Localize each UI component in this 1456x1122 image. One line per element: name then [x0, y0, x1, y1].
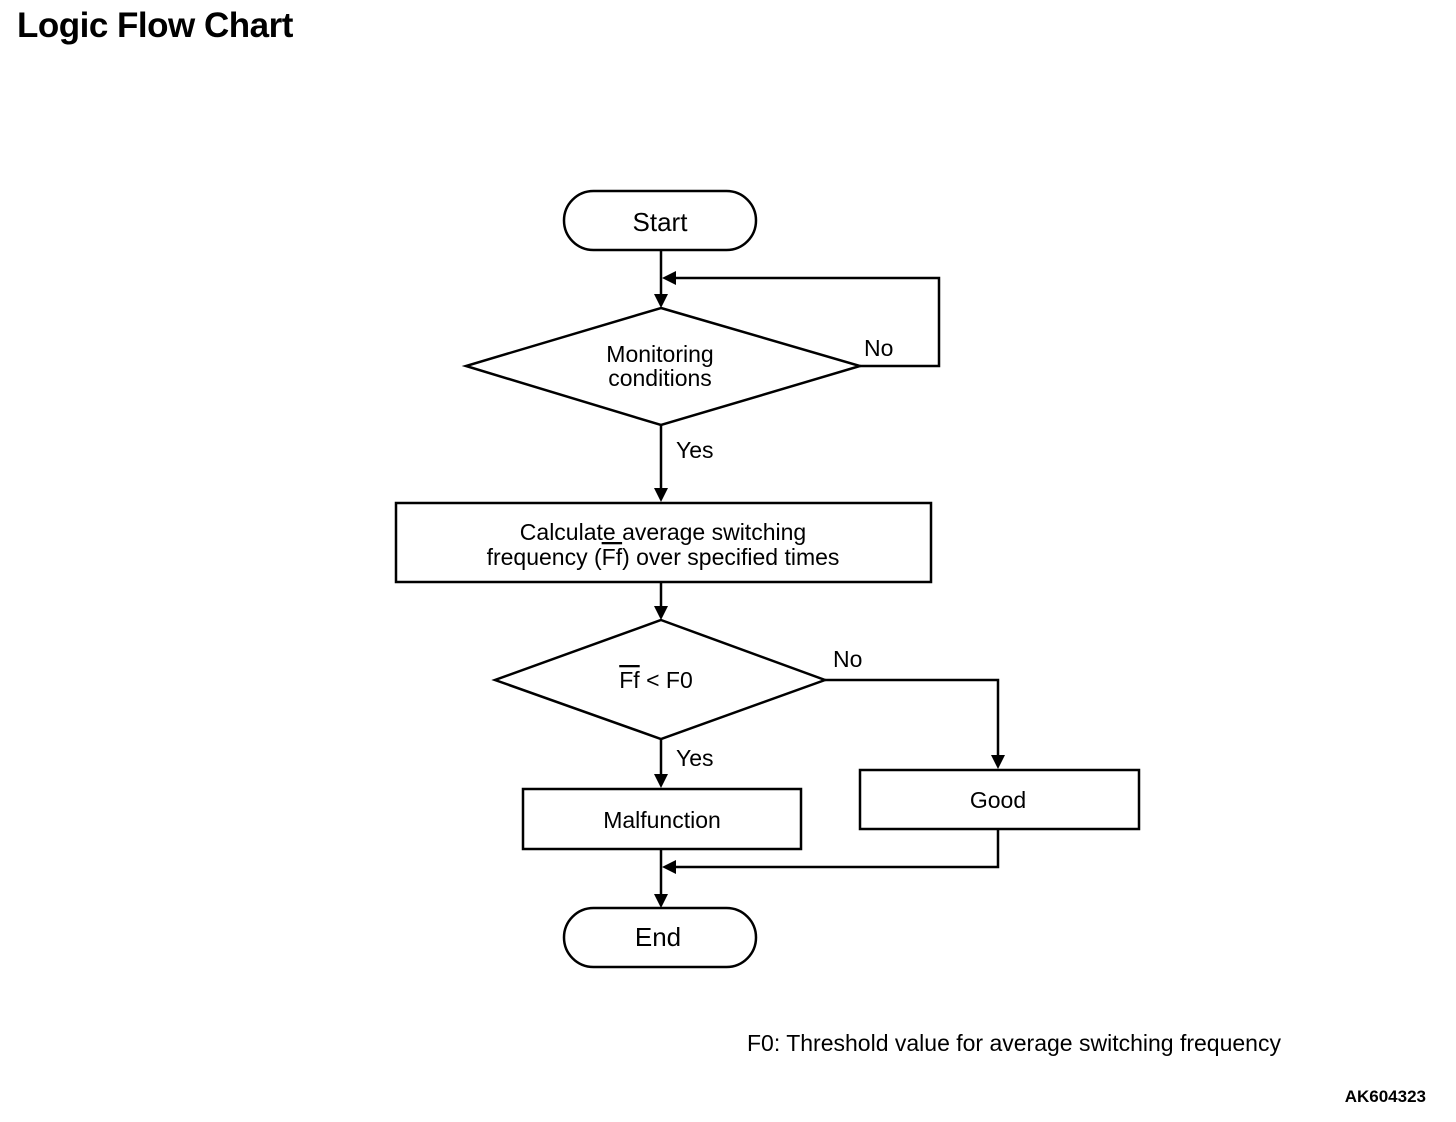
calculate-label-line2: frequency (Ff) over specified times — [487, 544, 840, 570]
arrowhead — [654, 774, 668, 788]
calculate-label-line2-after: ) over specified times — [622, 544, 839, 570]
monitoring-no-label: No — [864, 335, 893, 361]
end-label: End — [635, 922, 681, 952]
threshold-footnote: F0: Threshold value for average switchin… — [747, 1030, 1281, 1056]
calculate-process: Calculate average switching frequency (F… — [394, 501, 933, 584]
arrowhead — [662, 860, 676, 874]
edge-compare-yes: Yes — [654, 739, 714, 788]
arrowhead — [654, 294, 668, 308]
arrowhead — [654, 894, 668, 908]
page-title: Logic Flow Chart — [17, 6, 293, 45]
edge-monitoring-no-loop: No — [662, 271, 941, 368]
edge-good-to-merge — [662, 829, 1000, 874]
good-label: Good — [970, 787, 1026, 813]
ff-symbol: Ff — [619, 667, 640, 693]
start-label: Start — [633, 207, 689, 237]
compare-decision: Ff < F0 — [491, 618, 829, 741]
arrowhead — [662, 271, 676, 285]
compare-label: Ff < F0 — [619, 667, 693, 693]
arrowhead — [991, 755, 1005, 769]
start-node: Start — [562, 189, 758, 252]
arrowhead — [654, 606, 668, 620]
monitoring-decision: Monitoring conditions — [461, 306, 865, 427]
end-node: End — [562, 906, 758, 969]
figure-id: AK604323 — [1344, 1087, 1426, 1106]
calculate-label-line1: Calculate average switching — [520, 519, 806, 545]
calculate-label-line2-before: frequency ( — [487, 544, 602, 570]
monitoring-yes-label: Yes — [676, 437, 714, 463]
good-process: Good — [858, 768, 1141, 831]
edge-monitoring-yes: Yes — [654, 425, 714, 502]
compare-yes-label: Yes — [676, 745, 714, 771]
edge-start-to-monitoring — [654, 250, 668, 308]
ff-symbol: Ff — [602, 544, 623, 570]
compare-label-rest: < F0 — [640, 667, 693, 693]
monitoring-label-line2: conditions — [608, 365, 712, 391]
monitoring-label-line1: Monitoring — [606, 341, 713, 367]
malfunction-label: Malfunction — [603, 807, 721, 833]
compare-no-label: No — [833, 646, 862, 672]
edge-calculate-to-compare — [654, 582, 668, 620]
arrowhead — [654, 488, 668, 502]
edge-compare-no: No — [825, 646, 1005, 769]
malfunction-process: Malfunction — [521, 787, 803, 851]
edge-malfunction-to-end — [654, 849, 668, 908]
